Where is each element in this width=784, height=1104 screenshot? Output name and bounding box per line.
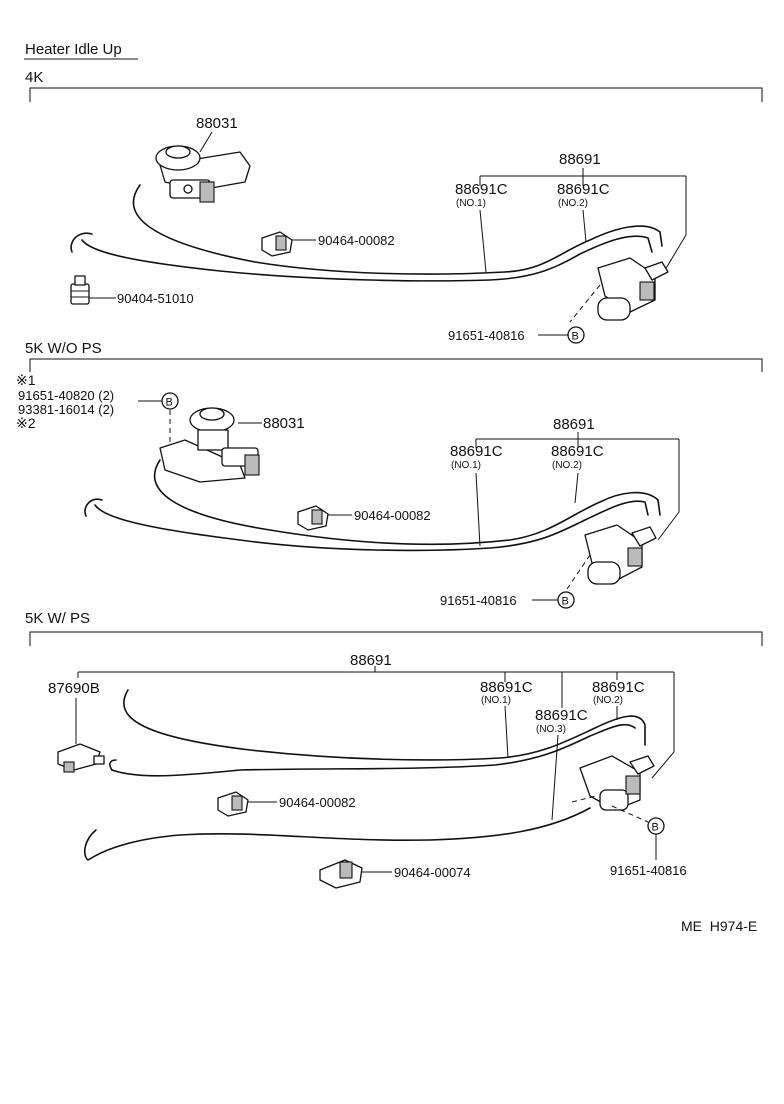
leader-hose-no1-5k-w-ps (504, 705, 509, 759)
label-88691-4k: 88691 (559, 151, 601, 168)
ref-b-5k-wo-ps: B (562, 596, 569, 608)
hose-no3-5k-w-ps (83, 807, 591, 861)
label-hose-no1-4k: 88691C (455, 181, 508, 198)
bracket-88691-5k-w-ps (78, 666, 674, 673)
hose-no1-5k-w-ps (111, 723, 636, 777)
label-88691-5k-wo-ps: 88691 (553, 416, 595, 433)
note-1-mark: ※1 (16, 372, 36, 388)
label-no2-4k: (NO.2) (558, 198, 588, 209)
label-no1-5k-wo-ps: (NO.1) (451, 460, 481, 471)
ref-b-circle-note (161, 392, 179, 410)
leader-vsv-4k (664, 176, 687, 271)
leader-vsv-5k-w-ps (651, 672, 675, 779)
bracket-88691-4k (480, 168, 686, 177)
label-no1-5k-w-ps: (NO.1) (481, 695, 511, 706)
hose-no2-5k-wo-ps (153, 459, 661, 546)
label-88031-4k: 88031 (196, 115, 238, 132)
ref-b-note: B (166, 397, 173, 409)
note-2-mark: ※2 (16, 415, 36, 431)
section-bracket-4k (29, 87, 763, 102)
hose-no1-5k-wo-ps (94, 500, 649, 552)
ref-b-circle-5k-wo-ps (557, 591, 575, 609)
label-no2-5k-w-ps: (NO.2) (593, 695, 623, 706)
leader-hose-no1-5k-wo-ps (475, 472, 481, 547)
section-label-4k: 4K (25, 69, 43, 86)
label-no2-5k-wo-ps: (NO.2) (552, 460, 582, 471)
label-clamp-74-5k-w-ps: 90464-00074 (394, 865, 471, 880)
vsv-actuator-4k (597, 257, 669, 321)
hose-no2-4k (132, 184, 663, 275)
idle-up-valve-5k-wo-ps (159, 407, 260, 483)
leader-hose-no3-5k-w-ps (551, 734, 559, 821)
idle-up-valve-4k (155, 145, 251, 203)
label-hose-no2-5k-w-ps: 88691C (592, 679, 645, 696)
leader-hose-no2-5k-wo-ps (574, 472, 579, 504)
label-clamp-5k-wo-ps: 90464-00082 (354, 508, 431, 523)
label-87690b: 87690B (48, 680, 100, 697)
section-4k: 4K 88031 90464-00082 (25, 69, 763, 344)
hose-no2-5k-w-ps (123, 689, 646, 761)
hose-no1-end-5k-w-ps (109, 759, 117, 771)
vsv-87690b (57, 743, 105, 773)
label-88031-5k-wo-ps: 88031 (263, 415, 305, 432)
leader-hose-no2-4k (582, 209, 587, 243)
dash-bolt-4k (569, 284, 601, 323)
label-88691-5k-w-ps: 88691 (350, 652, 392, 669)
hose-clamp-82-5k-w-ps (217, 791, 249, 817)
label-bolt-4k: 91651-40816 (448, 328, 525, 343)
label-hose-no1-5k-wo-ps: 88691C (450, 443, 503, 460)
hose-end-4k (70, 232, 93, 253)
vsv-actuator-5k-wo-ps (584, 524, 657, 585)
union-fitting-4k (70, 275, 90, 305)
dash-bolt-5k-wo-ps (564, 554, 591, 593)
hose-end-5k-wo-ps (84, 498, 103, 517)
label-bolt-5k-wo-ps: 91651-40816 (440, 593, 517, 608)
hose-clamp-4k (261, 231, 293, 257)
section-label-5k-w-ps: 5K W/ PS (25, 610, 90, 627)
label-no1-4k: (NO.1) (456, 198, 486, 209)
label-hose-no2-5k-wo-ps: 88691C (551, 443, 604, 460)
label-hose-no2-4k: 88691C (557, 181, 610, 198)
section-5k-wo-ps: 5K W/O PS ※1 91651-40820 (2) 93381-16014… (16, 340, 763, 609)
dash-actuator-5k-w-ps (571, 795, 597, 803)
label-no3-5k-w-ps: (NO.3) (536, 724, 566, 735)
vsv-actuator-5k-w-ps (579, 755, 655, 811)
hose-clamp-74-5k-w-ps (319, 859, 363, 889)
label-hose-no3-5k-w-ps: 88691C (535, 707, 588, 724)
leader-valve-4k (199, 131, 213, 153)
label-hose-no1-5k-w-ps: 88691C (480, 679, 533, 696)
ref-b-circle-4k (567, 326, 585, 344)
hose-clamp-5k-wo-ps (297, 505, 329, 531)
section-5k-w-ps: 5K W/ PS 88691 87690B 90464-00082 (25, 610, 763, 889)
label-clamp-4k: 90464-00082 (318, 233, 395, 248)
label-bolt-5k-w-ps: 91651-40816 (610, 863, 687, 878)
leader-vsv-5k-wo-ps (657, 439, 680, 541)
label-union-4k: 90404-51010 (117, 291, 194, 306)
dash-bolt-5k-w-ps (611, 805, 649, 823)
diagram-code: ME H974-E (681, 918, 757, 934)
note-1-line-2: 93381-16014 (2) (18, 402, 114, 417)
page-title: Heater Idle Up (25, 41, 122, 58)
ref-b-5k-w-ps: B (652, 822, 659, 834)
section-bracket-5k-wo-ps (29, 358, 763, 372)
section-label-5k-wo-ps: 5K W/O PS (25, 340, 102, 357)
label-clamp-82-5k-w-ps: 90464-00082 (279, 795, 356, 810)
leader-hose-no1-4k (479, 209, 487, 273)
hose-no1-4k (81, 235, 653, 282)
bracket-88691-5k-wo-ps (476, 432, 679, 440)
section-bracket-5k-w-ps (29, 631, 763, 646)
ref-b-4k: B (572, 331, 579, 343)
note-1-line-1: 91651-40820 (2) (18, 388, 114, 403)
